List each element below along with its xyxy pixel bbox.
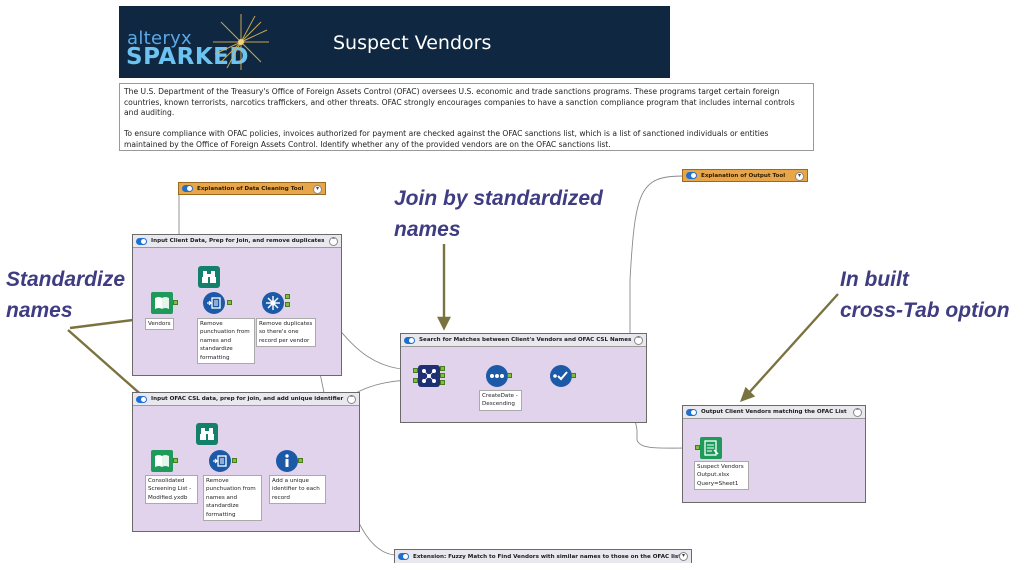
output-anchor[interactable] [285,302,290,307]
annotation-join: Join by standardized names [394,183,603,245]
container-extension[interactable]: Extension: Fuzzy Match to Find Vendors w… [394,549,692,563]
book-input-icon [155,455,169,467]
sort-tool[interactable] [486,365,508,387]
client-cleanse-label: Remove punchuation from names and standa… [197,318,255,365]
output-anchor[interactable] [173,458,178,463]
container-search-title: Search for Matches between Client's Vend… [419,337,632,343]
container-header[interactable]: Extension: Fuzzy Match to Find Vendors w… [395,550,691,563]
container-output-title: Output Client Vendors matching the OFAC … [701,409,847,415]
annotation-crosstab-line2: cross-Tab option [840,299,1010,322]
client-browse-tool[interactable] [198,266,220,288]
description-box: The U.S. Department of the Treasury's Of… [119,83,814,151]
select-tool[interactable] [550,365,572,387]
output-anchor[interactable] [227,300,232,305]
annotation-standardize-line2: names [6,299,73,322]
binoculars-icon [200,428,214,440]
csl-cleanse-label: Remove punchuation from names and standa… [203,475,262,522]
description-paragraph-1: The U.S. Department of the Treasury's Of… [124,87,795,118]
page-title: Suspect Vendors [333,32,492,54]
vendors-input-label: Vendors [145,318,174,331]
output-label: Suspect Vendors Output.xlsx Query=Sheet1 [694,461,749,491]
container-header[interactable]: Search for Matches between Client's Vend… [401,334,646,347]
output-anchor[interactable] [571,373,576,378]
output-anchor[interactable] [298,458,303,463]
sort-label: CreateDate - Descending [479,390,522,411]
sort-icon [490,374,504,378]
output-anchor[interactable] [440,373,445,378]
csl-input-tool[interactable] [151,450,173,472]
join-icon [422,369,436,383]
join-tool[interactable] [418,365,440,387]
expand-icon[interactable]: ▾ [679,552,688,561]
annotation-join-line1: Join by standardized [394,187,603,210]
toggle-icon[interactable] [404,336,415,344]
input-anchor[interactable] [413,378,418,383]
csl-input-label: Consolidated Screening List - Modified.y… [145,475,198,505]
annotation-standardize-line1: Standardize [6,268,126,291]
container-header[interactable]: Input OFAC CSL data, prep for join, and … [133,393,359,406]
output-anchor[interactable] [507,373,512,378]
csl-browse-tool[interactable] [196,423,218,445]
toggle-icon[interactable] [686,172,697,179]
cleanse-icon [213,455,227,467]
input-anchor[interactable] [695,445,700,450]
collapse-icon[interactable]: ⌃ [329,237,338,246]
select-icon [553,371,568,381]
client-unique-tool[interactable] [262,292,284,314]
chevron-down-icon[interactable]: ▾ [313,185,322,194]
annotation-standardize: Standardize names [6,264,125,326]
book-input-icon [155,297,169,309]
output-anchor[interactable] [173,300,178,305]
output-anchor[interactable] [285,294,290,299]
csl-cleanse-tool[interactable] [209,450,231,472]
container-header[interactable]: Input Client Data, Prep for Join, and re… [133,235,341,248]
output-tool[interactable] [700,437,722,459]
binoculars-icon [202,271,216,283]
container-extension-title: Extension: Fuzzy Match to Find Vendors w… [413,553,681,560]
collapse-icon[interactable]: ⌃ [347,395,356,404]
toggle-icon[interactable] [136,237,147,245]
chevron-down-icon[interactable]: ▾ [795,172,804,181]
toggle-icon[interactable] [182,185,193,192]
comment-cleaning-tool[interactable]: Explanation of Data Cleaning Tool ▾ [178,182,326,195]
vendors-input-tool[interactable] [151,292,173,314]
sparkle-burst-icon [213,14,269,70]
toggle-icon[interactable] [136,395,147,403]
header-banner: alteryx SPARKED Suspect Vendors [119,6,670,78]
output-anchor[interactable] [232,458,237,463]
unique-icon [266,296,280,310]
input-anchor[interactable] [413,368,418,373]
brand-logo-text: alteryx [127,28,192,49]
annotation-crosstab-line1: In built [840,268,909,291]
csl-recordid-label: Add a unique identifier to each record [269,475,326,505]
description-paragraph-2: To ensure compliance with OFAC policies,… [124,129,769,149]
csl-recordid-tool[interactable] [276,450,298,472]
container-search-matches[interactable]: Search for Matches between Client's Vend… [400,333,647,423]
comment-output-tool-title: Explanation of Output Tool [701,172,786,179]
record-id-icon [285,454,289,467]
collapse-icon[interactable]: ⌃ [853,408,862,417]
container-ofac-title: Input OFAC CSL data, prep for join, and … [151,396,344,402]
collapse-icon[interactable]: ⌃ [634,336,643,345]
output-anchor[interactable] [440,380,445,385]
cleanse-icon [207,297,221,309]
container-header[interactable]: Output Client Vendors matching the OFAC … [683,406,865,419]
client-cleanse-tool[interactable] [203,292,225,314]
comment-output-tool[interactable]: Explanation of Output Tool ▾ [682,169,808,182]
toggle-icon[interactable] [398,553,409,560]
comment-cleaning-tool-title: Explanation of Data Cleaning Tool [197,185,304,192]
output-icon [704,440,719,456]
annotation-join-line2: names [394,218,461,241]
annotation-crosstab: In built cross-Tab option [840,264,1010,326]
output-anchor[interactable] [440,366,445,371]
client-unique-label: Remove duplicates so there's one record … [256,318,316,348]
container-client-title: Input Client Data, Prep for Join, and re… [151,238,325,244]
toggle-icon[interactable] [686,408,697,416]
